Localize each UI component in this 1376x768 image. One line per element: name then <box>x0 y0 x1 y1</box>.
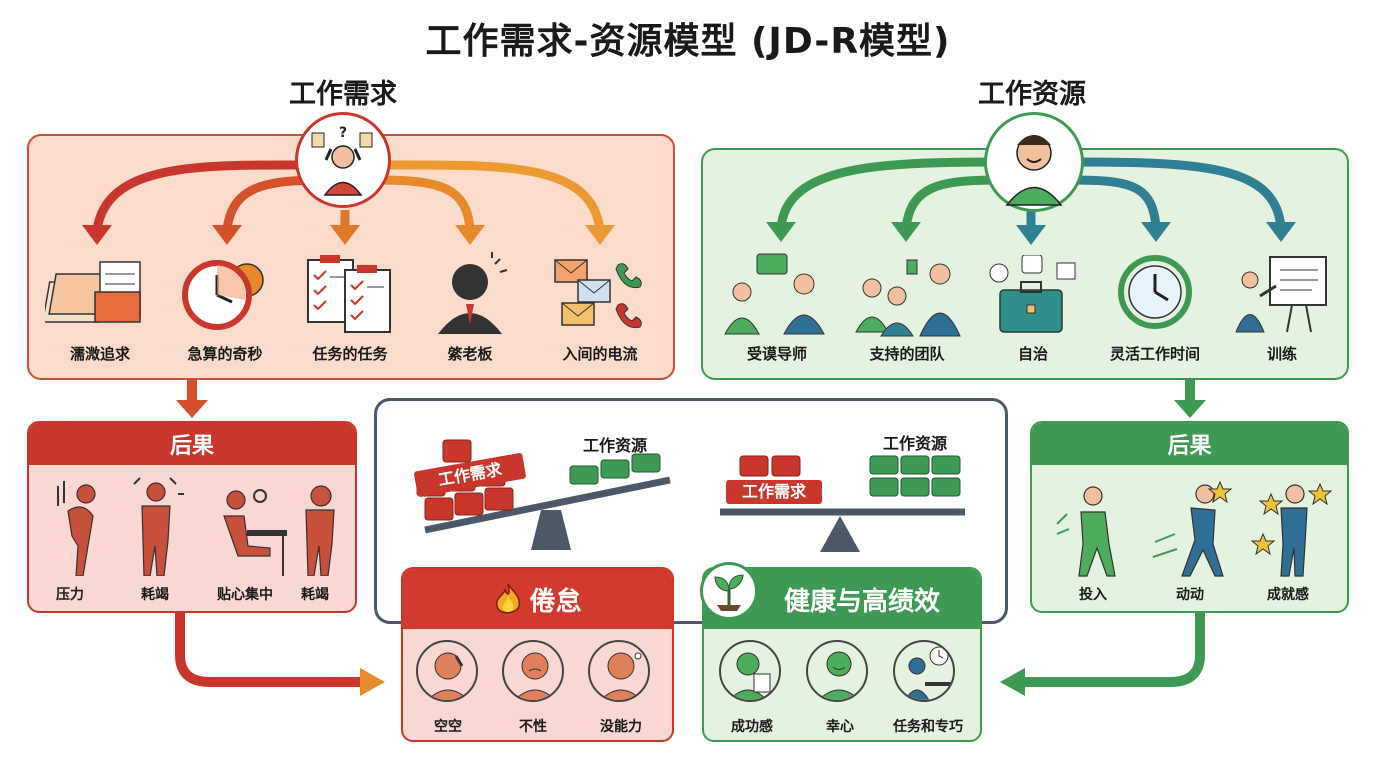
boss-icon <box>430 252 520 337</box>
resource-label-5: 训练 <box>1266 345 1297 363</box>
left-consequences-panel: 后果 <box>27 421 357 613</box>
right-cons-label-3: 成就感 <box>1267 587 1309 603</box>
left-cons-label-1: 压力 <box>56 587 84 603</box>
wellbeing-label-3: 任务和专巧 <box>893 719 963 735</box>
right-demands-block-label: 工作需求 <box>726 480 822 504</box>
reading-person-icon <box>719 640 781 702</box>
team-icon <box>852 252 962 337</box>
demands-down-arrow <box>176 380 208 418</box>
engaged-figures-icon <box>1056 480 1333 577</box>
left-resources-label: 工作资源 <box>582 436 647 455</box>
left-flow-arrow <box>175 612 385 696</box>
right-seesaw-icon <box>720 455 965 552</box>
right-consequences-heading: 后果 <box>1032 423 1347 465</box>
right-cons-label-2: 动动 <box>1176 587 1204 603</box>
resource-label-2: 支持的团队 <box>869 345 945 363</box>
resource-label-4: 灵活工作时间 <box>1109 345 1200 363</box>
flexible-clock-icon <box>1110 250 1200 335</box>
burnout-label-3: 没能力 <box>600 719 642 735</box>
burnout-label-2: 不性 <box>519 719 547 735</box>
demand-label-3: 任务的任务 <box>312 345 388 363</box>
demand-label-5: 入间的电流 <box>562 345 638 363</box>
demand-label-4: 綮老板 <box>447 345 493 363</box>
wellbeing-label-1: 成功感 <box>731 719 773 735</box>
exhausted-face-icon <box>416 640 478 702</box>
burnout-label-1: 空空 <box>434 719 462 735</box>
stress-figures-icon <box>57 477 335 576</box>
resource-label-1: 受谟导师 <box>746 345 807 363</box>
right-cons-label-1: 投入 <box>1079 587 1107 603</box>
left-cons-label-3: 贴心集中 <box>217 587 273 603</box>
checklist-icon <box>300 255 400 335</box>
resources-down-arrow <box>1174 380 1206 418</box>
resource-label-3: 自治 <box>1017 345 1048 363</box>
resource-branch-arrows <box>766 157 1296 245</box>
clock-gear-icon <box>175 250 275 335</box>
svg-text:?: ? <box>339 125 347 141</box>
mentor-icon <box>722 252 832 337</box>
sad-face-icon <box>502 640 564 702</box>
demand-branch-arrows <box>82 160 615 245</box>
left-cons-label-2: 耗竭 <box>141 587 169 603</box>
email-phone-icon <box>540 255 650 335</box>
training-presentation-icon <box>1232 252 1332 337</box>
demand-label-2: 急算的奇秒 <box>187 345 263 363</box>
diagram-title: 工作需求-资源模型 (JD-R模型) <box>425 21 951 62</box>
burnout-heading: 倦怠 <box>529 586 582 617</box>
paperwork-stack-icon <box>45 252 155 332</box>
wellbeing-label-2: 幸心 <box>826 719 854 735</box>
resources-heading: 工作资源 <box>978 79 1086 110</box>
happy-person-icon <box>806 640 868 702</box>
demands-heading: 工作需求 <box>289 79 397 110</box>
wellbeing-heading: 健康与高绩效 <box>783 586 940 617</box>
worried-face-icon <box>588 640 650 702</box>
right-flow-arrow <box>1000 612 1205 696</box>
focused-worker-icon <box>893 640 955 702</box>
smiling-worker-icon <box>984 112 1084 212</box>
left-consequences-heading: 后果 <box>29 423 355 465</box>
demand-label-1: 濡溦追求 <box>69 345 130 363</box>
sprout-icon <box>700 562 758 620</box>
flame-icon <box>493 582 523 616</box>
briefcase-icon <box>985 255 1080 335</box>
left-cons-label-4: 耗竭 <box>301 587 329 603</box>
right-resources-label: 工作资源 <box>882 434 947 453</box>
stressed-worker-icon: ? <box>295 112 391 208</box>
